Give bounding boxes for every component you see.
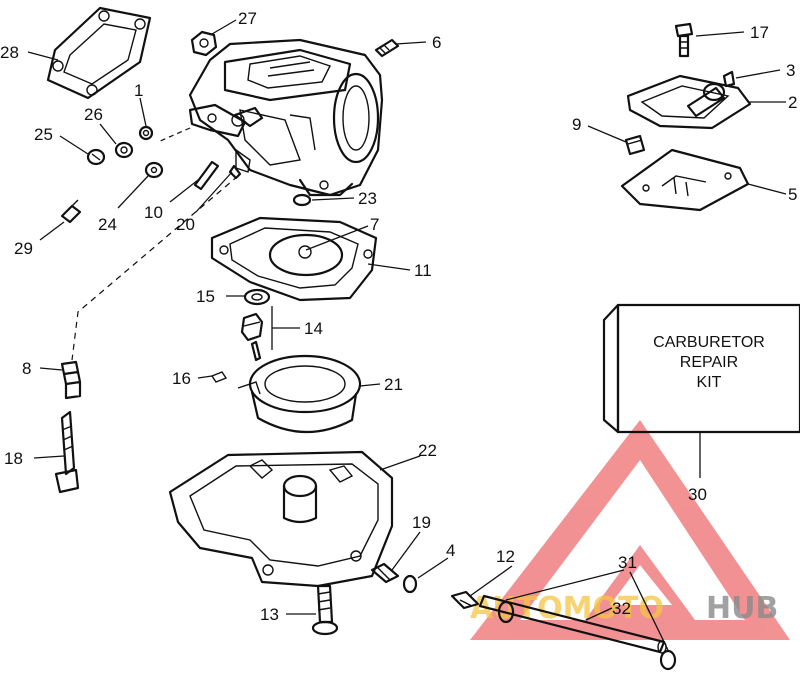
float-bowl-22 — [168, 450, 394, 588]
needle-and-seat-14 — [240, 312, 264, 362]
label-22: 22 — [418, 441, 437, 460]
flange-gasket — [46, 6, 152, 100]
label-24: 24 — [98, 215, 117, 234]
kit-label-line1: CARBURETOR — [653, 334, 765, 351]
label-28: 28 — [0, 43, 19, 62]
nut-27 — [190, 30, 218, 57]
screw-12 — [450, 590, 480, 610]
dashed-alignment-line — [71, 175, 239, 361]
label-32: 32 — [612, 599, 631, 618]
fitting-29 — [60, 199, 82, 224]
label-18: 18 — [4, 449, 23, 468]
label-3: 3 — [786, 61, 795, 80]
check-valve-9 — [624, 134, 646, 156]
float-21 — [237, 354, 362, 434]
label-16: 16 — [172, 369, 191, 388]
label-7: 7 — [370, 215, 379, 234]
leader-lines — [27, 19, 787, 651]
e-clip-31 — [497, 600, 677, 671]
label-25: 25 — [34, 125, 53, 144]
o-ring-4 — [402, 574, 418, 594]
label-17: 17 — [750, 23, 769, 42]
label-27: 27 — [238, 9, 257, 28]
label-4: 4 — [446, 541, 455, 560]
label-13: 13 — [260, 605, 279, 624]
dashed-screw-line — [157, 127, 191, 143]
label-6: 6 — [432, 33, 441, 52]
kit-label-line2: REPAIR — [680, 354, 738, 371]
screw-17 — [674, 22, 694, 58]
drain-screw-13 — [311, 584, 339, 636]
carburetor-body — [188, 38, 384, 197]
pin-10 — [193, 160, 220, 191]
spring-8 — [60, 360, 82, 400]
pump-cover-2 — [626, 74, 752, 130]
label-29: 29 — [14, 239, 33, 258]
label-30: 30 — [688, 485, 707, 504]
kit-label-line3: KIT — [697, 374, 722, 391]
label-11: 11 — [414, 261, 432, 280]
fitting-19 — [370, 562, 400, 584]
part-number-labels: 28 27 6 1 26 25 24 10 20 29 23 7 11 15 1… — [0, 9, 797, 624]
watermark-text-hub: HUB — [706, 591, 778, 626]
screw-25 — [86, 148, 106, 166]
label-1: 1 — [134, 81, 143, 100]
repair-kit-box — [602, 303, 800, 434]
clip-16 — [210, 371, 228, 383]
o-ring-23 — [292, 193, 312, 207]
label-5: 5 — [788, 185, 797, 204]
label-26: 26 — [84, 105, 103, 124]
needle-seat-gasket-15 — [243, 288, 271, 306]
washer-26 — [114, 141, 134, 159]
label-12: 12 — [496, 547, 515, 566]
label-9: 9 — [572, 115, 581, 134]
label-2: 2 — [788, 93, 797, 112]
watermark-logo — [470, 420, 790, 640]
screw-6 — [374, 38, 400, 58]
label-21: 21 — [384, 375, 403, 394]
diaphragm-5 — [620, 148, 750, 212]
label-20: 20 — [176, 215, 195, 234]
choke-lever — [233, 106, 264, 128]
fitting-3 — [722, 70, 736, 88]
mixture-screw-18 — [54, 410, 80, 494]
washer-24 — [144, 161, 164, 179]
label-8: 8 — [22, 359, 31, 378]
label-15: 15 — [196, 287, 215, 306]
label-14: 14 — [304, 319, 323, 338]
label-23: 23 — [358, 189, 377, 208]
label-19: 19 — [412, 513, 431, 532]
float-bowl-gasket — [210, 216, 378, 302]
lock-washer-1 — [138, 125, 154, 141]
label-31: 31 — [618, 553, 637, 572]
label-10: 10 — [144, 203, 163, 222]
